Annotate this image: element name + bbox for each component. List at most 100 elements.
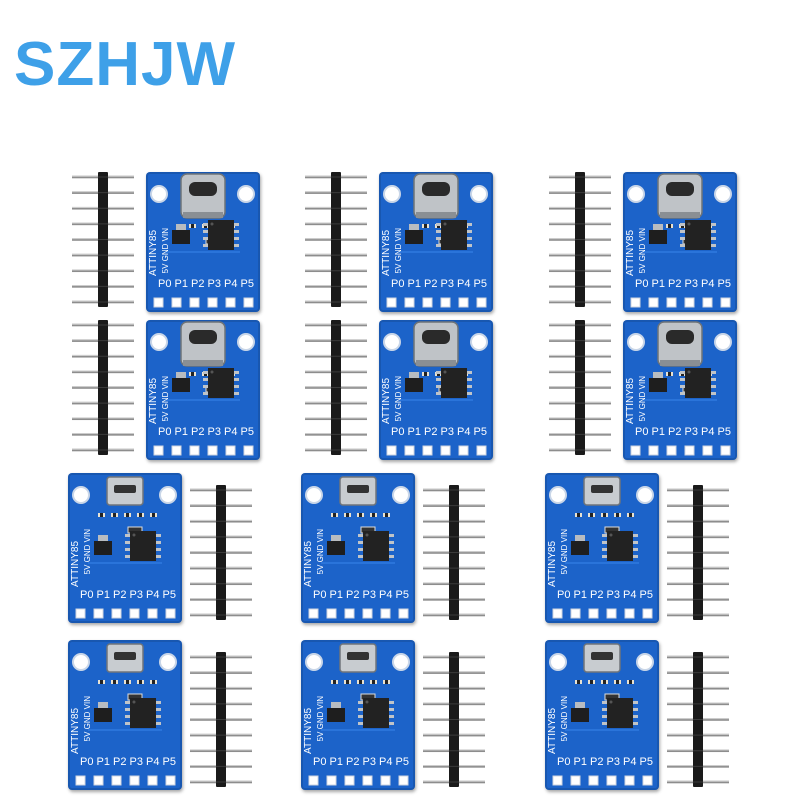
power-pin-label: 5V GND VIN: [560, 696, 569, 742]
pin-label: P4: [701, 278, 715, 290]
pin-label: P3: [606, 589, 620, 601]
microcontroller-chip-icon: [125, 698, 161, 728]
pin-label: P5: [240, 278, 254, 290]
pin-header-icon: [665, 652, 731, 792]
power-pin-label: 5V GND VIN: [394, 228, 403, 274]
power-pin-label: 5V GND VIN: [316, 696, 325, 742]
pin-label: P5: [639, 589, 653, 601]
microcontroller-chip-icon: [358, 698, 394, 728]
pin-label: P0: [635, 278, 649, 290]
micro-usb-connector-icon: [106, 643, 144, 673]
pin-label: P0: [158, 278, 172, 290]
power-pin-label: 5V GND VIN: [161, 228, 170, 274]
chip-model-label: ATTINY85: [547, 708, 558, 754]
usb-c-connector-icon: [180, 321, 226, 367]
pin-label: P0: [80, 589, 94, 601]
microcontroller-chip-icon: [436, 220, 472, 250]
pin-label: P4: [701, 426, 715, 438]
pin-label: P3: [684, 426, 698, 438]
chip-model-label: ATTINY85: [547, 541, 558, 587]
pin-label: P0: [313, 756, 327, 768]
pin-label: P4: [224, 426, 238, 438]
pin-label: P5: [240, 426, 254, 438]
pin-label: P1: [96, 756, 110, 768]
pin-label: P3: [440, 278, 454, 290]
chip-model-label: ATTINY85: [148, 230, 159, 276]
power-pin-label: 5V GND VIN: [83, 696, 92, 742]
chip-model-label: ATTINY85: [625, 230, 636, 276]
chip-model-label: ATTINY85: [303, 541, 314, 587]
usb-c-connector-icon: [413, 321, 459, 367]
pin-label: P3: [207, 278, 221, 290]
pin-label: P1: [174, 278, 188, 290]
pin-header-icon: [188, 652, 254, 792]
pin-header-icon: [547, 172, 613, 312]
pin-label: P4: [379, 589, 393, 601]
pin-label: P1: [96, 589, 110, 601]
pin-label: P4: [146, 589, 160, 601]
pin-label: P2: [668, 278, 682, 290]
pin-label: P3: [362, 589, 376, 601]
pin-label: P1: [174, 426, 188, 438]
micro-usb-connector-icon: [339, 643, 377, 673]
pin-label: P2: [113, 589, 127, 601]
pin-label: P0: [391, 426, 405, 438]
chip-model-label: ATTINY85: [148, 378, 159, 424]
micro-usb-connector-icon: [339, 476, 377, 506]
chip-model-label: ATTINY85: [625, 378, 636, 424]
power-pin-label: 5V GND VIN: [316, 529, 325, 575]
pin-header-icon: [188, 485, 254, 625]
pin-label: P4: [623, 589, 637, 601]
pin-label: P4: [623, 756, 637, 768]
chip-model-label: ATTINY85: [70, 708, 81, 754]
pin-label: P0: [557, 756, 571, 768]
pin-header-icon: [421, 652, 487, 792]
pin-label: P3: [606, 756, 620, 768]
pin-label: P0: [80, 756, 94, 768]
pin-label: P5: [473, 278, 487, 290]
pin-label: P1: [329, 756, 343, 768]
pin-header-icon: [303, 320, 369, 460]
chip-model-label: ATTINY85: [303, 708, 314, 754]
pin-label: P3: [207, 426, 221, 438]
microcontroller-chip-icon: [203, 368, 239, 398]
pin-label: P1: [651, 278, 665, 290]
pin-label: P5: [395, 756, 409, 768]
micro-usb-connector-icon: [583, 643, 621, 673]
microcontroller-chip-icon: [602, 531, 638, 561]
pin-label: P1: [651, 426, 665, 438]
power-pin-label: 5V GND VIN: [560, 529, 569, 575]
pin-label: P2: [424, 426, 438, 438]
pin-label: P1: [573, 756, 587, 768]
pin-header-icon: [70, 320, 136, 460]
usb-c-connector-icon: [657, 321, 703, 367]
pin-label: P4: [379, 756, 393, 768]
chip-model-label: ATTINY85: [381, 378, 392, 424]
power-pin-label: 5V GND VIN: [638, 228, 647, 274]
pin-label: P3: [684, 278, 698, 290]
pin-label: P3: [129, 589, 143, 601]
pin-header-icon: [70, 172, 136, 312]
pin-header-icon: [665, 485, 731, 625]
usb-c-connector-icon: [657, 173, 703, 219]
pin-label: P3: [440, 426, 454, 438]
pin-label: P2: [346, 756, 360, 768]
microcontroller-chip-icon: [602, 698, 638, 728]
pin-label: P0: [158, 426, 172, 438]
